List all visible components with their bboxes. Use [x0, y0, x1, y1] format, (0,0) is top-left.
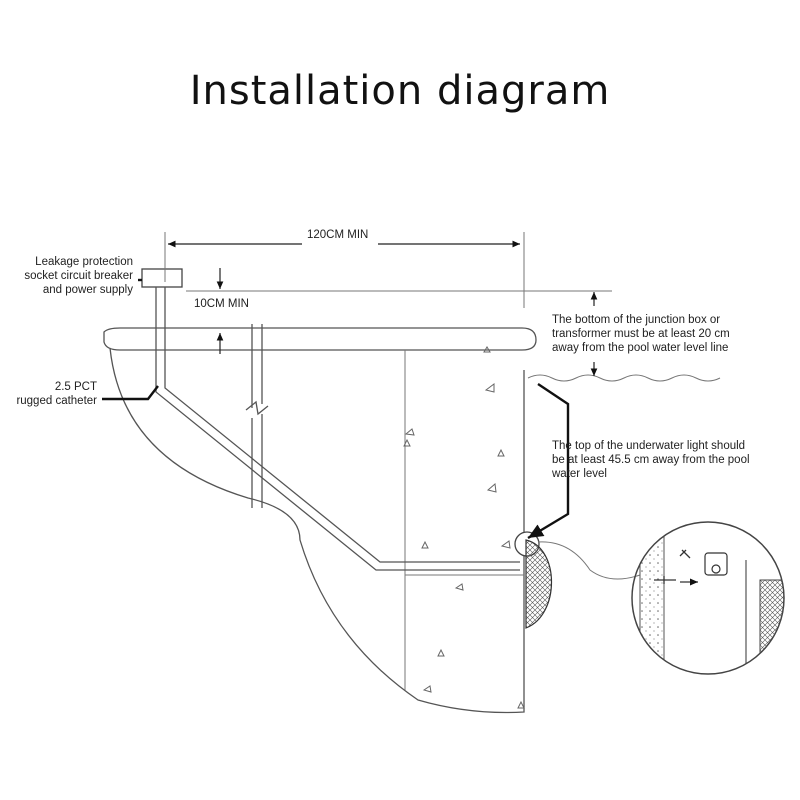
break-mark: [245, 400, 269, 416]
leakage-label-line: and power supply: [43, 284, 133, 296]
underwater-light: [514, 531, 553, 629]
deck-post: [251, 324, 263, 508]
horizontal-dimension-label: 120CM MIN: [307, 229, 368, 241]
light-note-line: water level: [551, 468, 607, 480]
light-note: The top of the underwater light should b…: [551, 440, 750, 480]
pool-deck: [103, 327, 537, 351]
junction-note-line: transformer must be at least 20 cm: [552, 328, 730, 340]
water-surface: [527, 374, 721, 382]
junction-note: The bottom of the junction box or transf…: [552, 314, 730, 354]
pool-wall-outline: [109, 347, 525, 714]
light-leader: [527, 383, 570, 540]
light-note-line: be at least 45.5 cm away from the pool: [552, 454, 750, 466]
conduit-pipe-inner: [164, 287, 520, 563]
light-note-line: The top of the underwater light should: [552, 440, 745, 452]
concrete-texture: [403, 346, 525, 709]
leakage-label: Leakage protection socket circuit breake…: [24, 256, 133, 296]
catheter-label-line: rugged catheter: [16, 395, 97, 407]
horizontal-dimension: [164, 232, 525, 308]
detail-callout-line: [537, 541, 641, 580]
junction-box: [141, 268, 183, 288]
catheter-leader: [102, 385, 159, 401]
leakage-label-line: socket circuit breaker: [24, 270, 133, 282]
junction-note-line: The bottom of the junction box or: [552, 314, 720, 326]
vertical-dimension-label: 10CM MIN: [194, 298, 249, 310]
catheter-label-line: 2.5 PCT: [55, 381, 97, 393]
junction-note-line: away from the pool water level line: [552, 342, 728, 354]
catheter-label: 2.5 PCT rugged catheter: [16, 381, 97, 407]
page-title: Installation diagram: [189, 68, 611, 114]
leakage-label-line: Leakage protection: [35, 256, 133, 268]
conduit-pipe: [155, 287, 520, 571]
detail-view: [631, 521, 785, 675]
